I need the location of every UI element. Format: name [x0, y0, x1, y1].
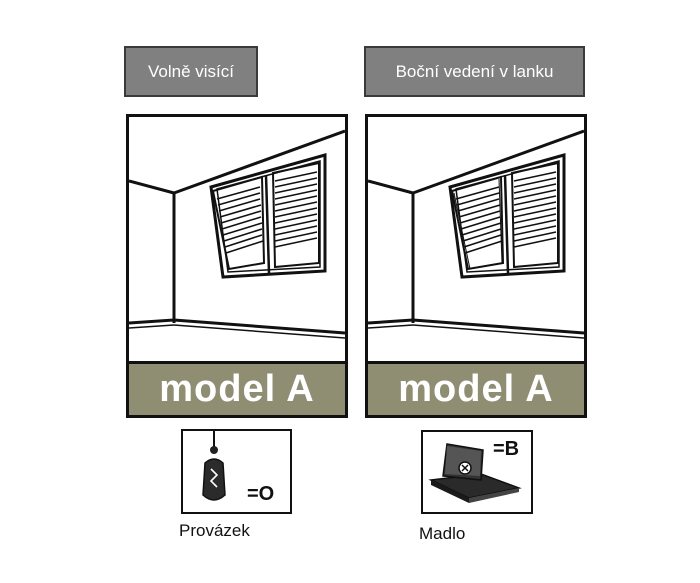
left-model-band: model A [129, 361, 345, 415]
left-control-box: =O [181, 429, 292, 514]
handle-icon [428, 443, 522, 503]
right-control-box: =B [421, 430, 533, 514]
left-room-panel: model A [126, 114, 348, 418]
right-model-label: model A [398, 368, 554, 410]
right-control-code: =B [493, 438, 520, 460]
left-room-illustration [129, 129, 345, 339]
left-model-label: model A [159, 368, 315, 410]
left-header: Volně visící [124, 46, 258, 97]
right-control-caption: Madlo [419, 524, 466, 543]
right-room-illustration [368, 129, 584, 339]
right-room-panel: model A [365, 114, 587, 418]
right-header-text: Boční vedení v lanku [395, 61, 554, 81]
right-model-band: model A [368, 361, 584, 415]
left-control-code: =O [247, 483, 275, 505]
right-header: Boční vedení v lanku [364, 46, 585, 97]
left-header-text: Volně visící [148, 61, 234, 81]
cord-pull-icon [202, 431, 226, 501]
left-control-caption: Provázek [179, 521, 250, 540]
